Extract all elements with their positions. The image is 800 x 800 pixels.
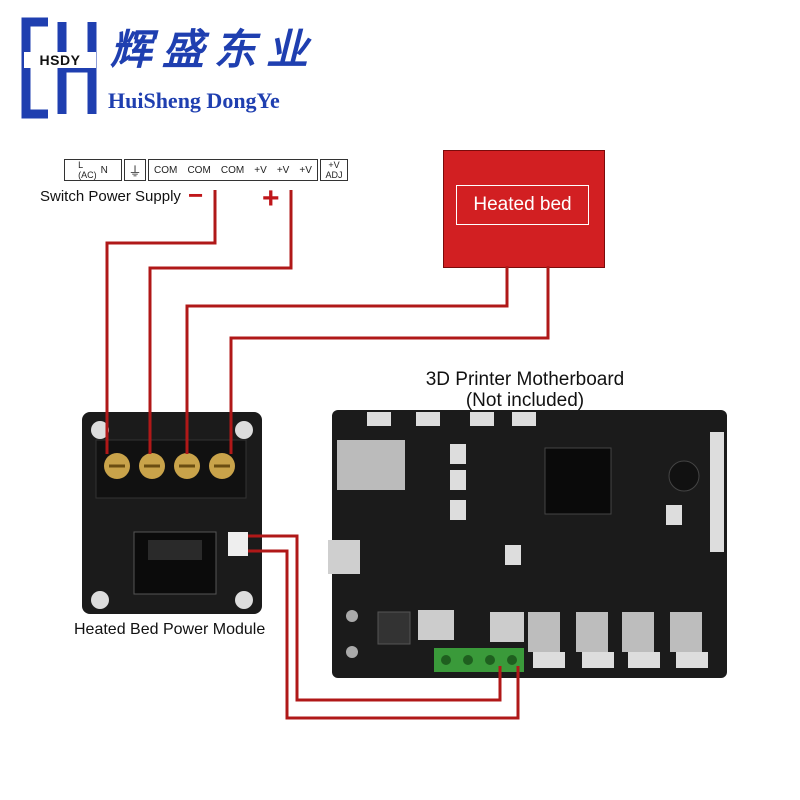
screw-terminal-1	[104, 453, 130, 479]
power-module-board	[82, 412, 262, 614]
motherboard-board	[328, 410, 727, 678]
screw-terminal-2	[139, 453, 165, 479]
lcd-connector	[710, 432, 724, 552]
usb-port	[328, 540, 360, 574]
buzzer	[669, 461, 699, 491]
module-signal-connector	[228, 532, 248, 556]
screw-terminal-4	[209, 453, 235, 479]
mcu-chip	[545, 448, 611, 514]
screw-terminal-3	[174, 453, 200, 479]
power-module-label: Heated Bed Power Module	[74, 621, 265, 639]
sd-card-slot	[337, 440, 405, 490]
